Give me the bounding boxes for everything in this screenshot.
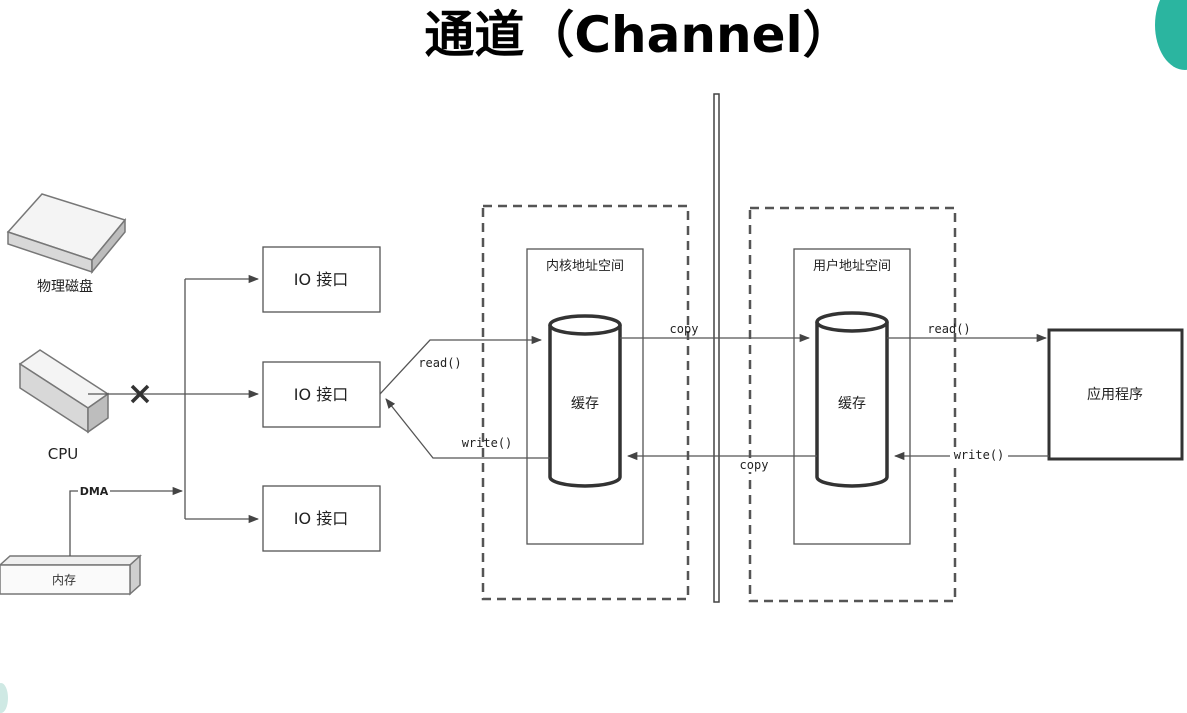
io-interface-1-label: IO 接口 xyxy=(294,270,348,289)
io-interface-2-label: IO 接口 xyxy=(294,385,348,404)
application-box xyxy=(1047,328,1184,461)
disk-label: 物理磁盘 xyxy=(37,278,93,295)
cpu-label: CPU xyxy=(48,445,79,463)
memory-icon xyxy=(0,554,142,596)
read-left-label: read() xyxy=(418,356,461,370)
write-left-label: write() xyxy=(462,436,513,450)
user-space-label: 用户地址空间 xyxy=(813,258,891,274)
corner-decoration-bottom xyxy=(0,683,8,713)
write-right-label: write() xyxy=(954,448,1005,462)
kernel-cache-cylinder xyxy=(548,314,622,488)
io-interface-3-label: IO 接口 xyxy=(294,509,348,528)
dma-label: DMA xyxy=(80,485,109,498)
kernel-user-divider xyxy=(713,93,720,603)
read-right-label: read() xyxy=(927,322,970,336)
application-label: 应用程序 xyxy=(1087,386,1143,403)
disk-icon xyxy=(6,193,127,275)
write-arrow-left xyxy=(385,398,550,459)
io-interface-2 xyxy=(262,361,381,428)
read-arrow-left xyxy=(379,335,543,395)
memory-label: 内存 xyxy=(52,573,76,587)
page-title: 通道（Channel） xyxy=(424,6,853,64)
user-cache-cylinder xyxy=(815,311,889,488)
blocked-x-icon xyxy=(130,384,150,404)
copy-bottom-label: copy xyxy=(740,458,769,472)
cpu-icon xyxy=(18,349,110,434)
user-cache-label: 缓存 xyxy=(838,396,866,412)
io-interface-3 xyxy=(262,485,381,552)
io-interface-1 xyxy=(262,246,381,313)
copy-top-label: copy xyxy=(670,322,699,336)
kernel-cache-label: 缓存 xyxy=(571,396,599,412)
kernel-space-label: 内核地址空间 xyxy=(546,258,624,274)
dma-line xyxy=(69,486,184,556)
